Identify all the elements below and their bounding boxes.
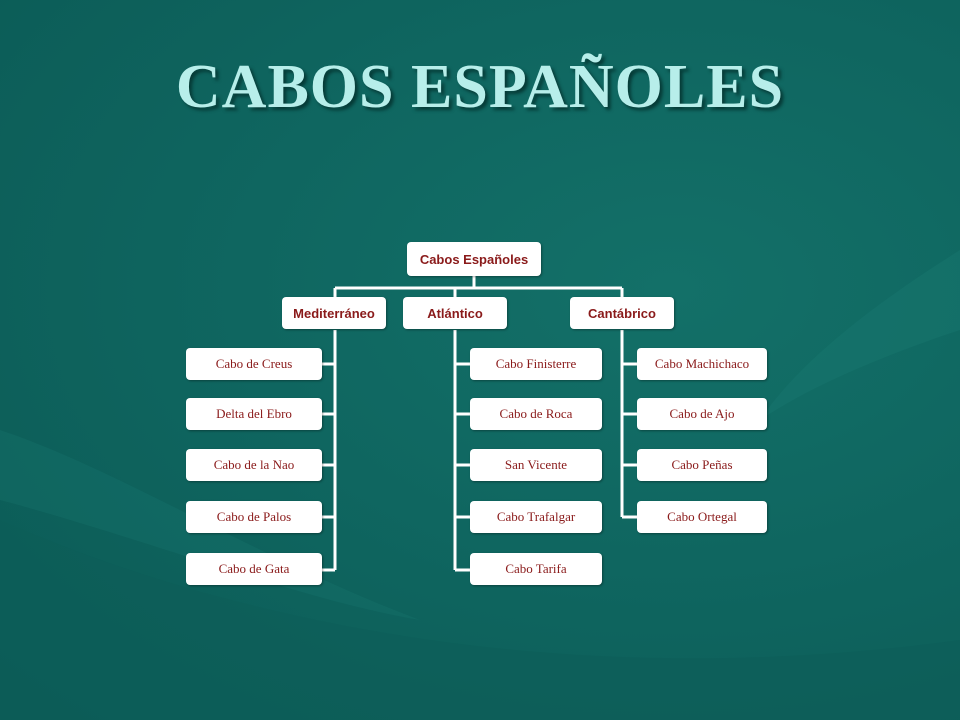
leaf-label: Cabo de Creus	[215, 356, 293, 371]
leaf-label: Cabo Ortegal	[667, 509, 737, 524]
leaf-label: Cabo Trafalgar	[496, 509, 576, 524]
node-root-label: Cabos Españoles	[419, 251, 529, 267]
leaf-atlantico-1: Cabo Finisterre	[470, 348, 602, 380]
leaf-atlantico-3: San Vicente	[470, 449, 602, 481]
leaf-atlantico-2: Cabo de Roca	[470, 398, 602, 430]
connector-cantabrico	[620, 330, 637, 519]
node-cantabrico: Cantábrico	[570, 297, 674, 329]
node-atlantico-label: Atlántico	[427, 305, 483, 321]
leaf-label: Cabo Peñas	[671, 457, 733, 472]
leaf-label: Cabo Finisterre	[495, 356, 577, 371]
connector-mediterraneo	[322, 330, 337, 572]
leaf-label: San Vicente	[504, 457, 568, 472]
connector-root	[333, 276, 624, 297]
leaf-cantabrico-1: Cabo Machichaco	[637, 348, 767, 380]
node-mediterraneo: Mediterráneo	[282, 297, 386, 329]
leaf-atlantico-5: Cabo Tarifa	[470, 553, 602, 585]
leaf-mediterraneo-5: Cabo de Gata	[186, 553, 322, 585]
leaf-label: Cabo de Roca	[499, 406, 573, 421]
leaf-cantabrico-3: Cabo Peñas	[637, 449, 767, 481]
node-mediterraneo-label: Mediterráneo	[293, 305, 375, 321]
leaf-mediterraneo-1: Cabo de Creus	[186, 348, 322, 380]
leaf-label: Cabo de Palos	[216, 509, 292, 524]
leaf-mediterraneo-3: Cabo de la Nao	[186, 449, 322, 481]
leaf-label: Cabo Machichaco	[654, 356, 750, 371]
leaf-cantabrico-4: Cabo Ortegal	[637, 501, 767, 533]
leaf-cantabrico-2: Cabo de Ajo	[637, 398, 767, 430]
leaf-mediterraneo-2: Delta del Ebro	[186, 398, 322, 430]
node-atlantico: Atlántico	[403, 297, 507, 329]
connector-atlantico	[453, 330, 470, 572]
leaf-label: Cabo de la Nao	[213, 457, 295, 472]
leaf-label: Cabo de Gata	[218, 561, 290, 576]
leaf-label: Delta del Ebro	[216, 406, 292, 421]
page-title: CABOS ESPAÑOLES	[175, 53, 785, 121]
node-root: Cabos Españoles	[407, 242, 541, 276]
leaf-label: Cabo de Ajo	[669, 406, 735, 421]
leaf-label: Cabo Tarifa	[505, 561, 567, 576]
leaf-atlantico-4: Cabo Trafalgar	[470, 501, 602, 533]
leaf-mediterraneo-4: Cabo de Palos	[186, 501, 322, 533]
node-cantabrico-label: Cantábrico	[588, 305, 656, 321]
